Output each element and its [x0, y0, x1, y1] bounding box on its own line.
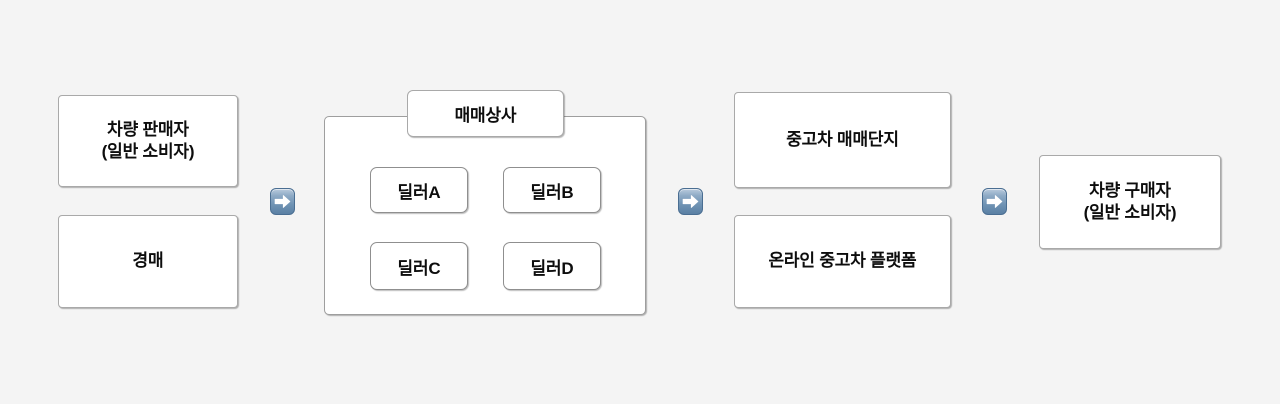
group-dealers-header[interactable]: 매매상사: [407, 90, 564, 137]
node-dealer-c-label: 딜러C: [397, 258, 441, 278]
node-dealer-a-label: 딜러A: [397, 182, 441, 202]
node-dealer-c[interactable]: 딜러C: [370, 242, 468, 290]
node-dealer-d[interactable]: 딜러D: [503, 242, 601, 290]
node-used-car-complex[interactable]: 중고차 매매단지: [734, 92, 951, 188]
node-vehicle-buyer[interactable]: 차량 구매자 (일반 소비자): [1039, 155, 1221, 249]
node-used-car-complex-label: 중고차 매매단지: [786, 129, 899, 149]
node-dealer-b[interactable]: 딜러B: [503, 167, 601, 213]
group-dealers-header-label: 매매상사: [454, 106, 517, 125]
node-vehicle-seller-label: 차량 판매자 (일반 소비자): [101, 119, 195, 161]
node-auction[interactable]: 경매: [58, 215, 238, 308]
arrow-right-icon: [270, 188, 295, 215]
arrow-right-icon: [982, 188, 1007, 215]
node-vehicle-buyer-label: 차량 구매자 (일반 소비자): [1083, 180, 1177, 222]
node-dealer-b-label: 딜러B: [530, 182, 574, 202]
node-online-platform-label: 온라인 중고차 플랫폼: [768, 251, 917, 271]
arrow-right-icon: [678, 188, 703, 215]
node-dealer-a[interactable]: 딜러A: [370, 167, 468, 213]
node-auction-label: 경매: [132, 251, 164, 271]
node-vehicle-seller[interactable]: 차량 판매자 (일반 소비자): [58, 95, 238, 187]
node-online-platform[interactable]: 온라인 중고차 플랫폼: [734, 215, 951, 308]
node-dealer-d-label: 딜러D: [530, 258, 574, 278]
